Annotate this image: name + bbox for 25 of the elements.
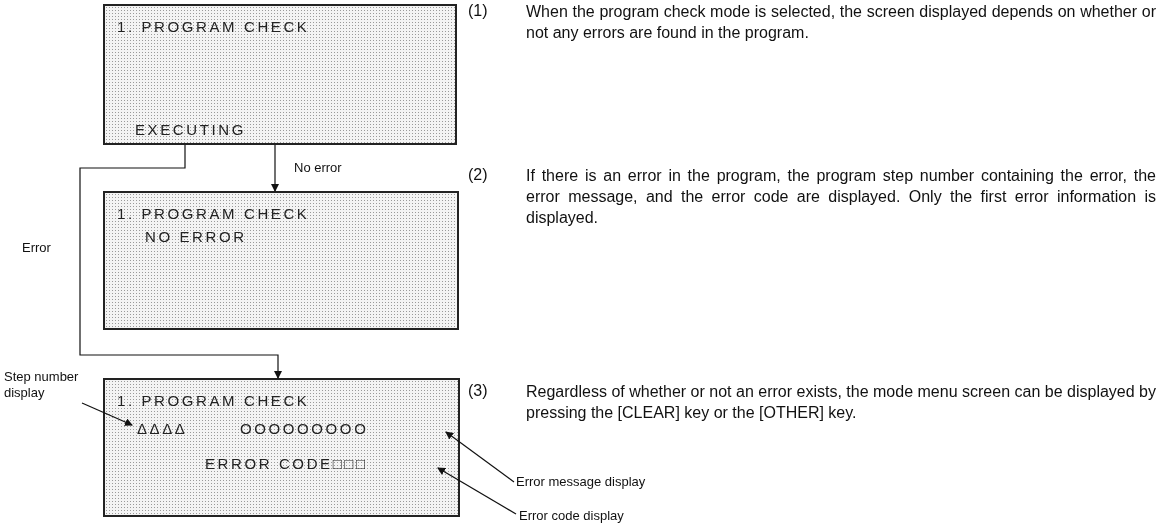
callout-text: Error code display bbox=[519, 508, 679, 524]
arrow bbox=[81, 402, 133, 426]
screen-text: ERROR CODE□□□ bbox=[205, 455, 368, 472]
screen-text: NO ERROR bbox=[145, 228, 247, 245]
lcd-screen bbox=[103, 191, 459, 330]
screen-text: 1. PROGRAM CHECK bbox=[117, 392, 310, 409]
edge-label: Error bbox=[20, 240, 53, 255]
screen-text: 1. PROGRAM CHECK bbox=[117, 18, 310, 35]
screen-text: EXECUTING bbox=[135, 121, 246, 138]
paragraph: Regardless of whether or not an error exists, the mode menu screen can be displayed by pressing the [CLEAR] key or the [OTHER] key. bbox=[526, 382, 1156, 423]
screen-text: 1. PROGRAM CHECK bbox=[117, 205, 310, 222]
arrow bbox=[437, 467, 517, 515]
arrow bbox=[271, 144, 279, 192]
callout-text: Error message display bbox=[516, 474, 696, 490]
screen-text: OOOOOOOOO bbox=[240, 420, 369, 437]
arrow bbox=[79, 144, 282, 379]
paragraph: If there is an error in the program, the program step number containing the error, the error message, and the error code are displayed. Only the first error information is displayed. bbox=[526, 166, 1156, 228]
edge-label: No error bbox=[292, 160, 344, 175]
lcd-screen bbox=[103, 4, 457, 145]
lcd-screen bbox=[103, 378, 460, 517]
arrow bbox=[445, 431, 515, 483]
callout-text: Step number display bbox=[4, 369, 116, 401]
paragraph: When the program check mode is selected, the screen displayed depends on whether or not any errors are found in the program. bbox=[526, 2, 1156, 43]
item-number: (2) bbox=[468, 166, 488, 184]
screen-text: ΔΔΔΔ bbox=[137, 420, 188, 437]
